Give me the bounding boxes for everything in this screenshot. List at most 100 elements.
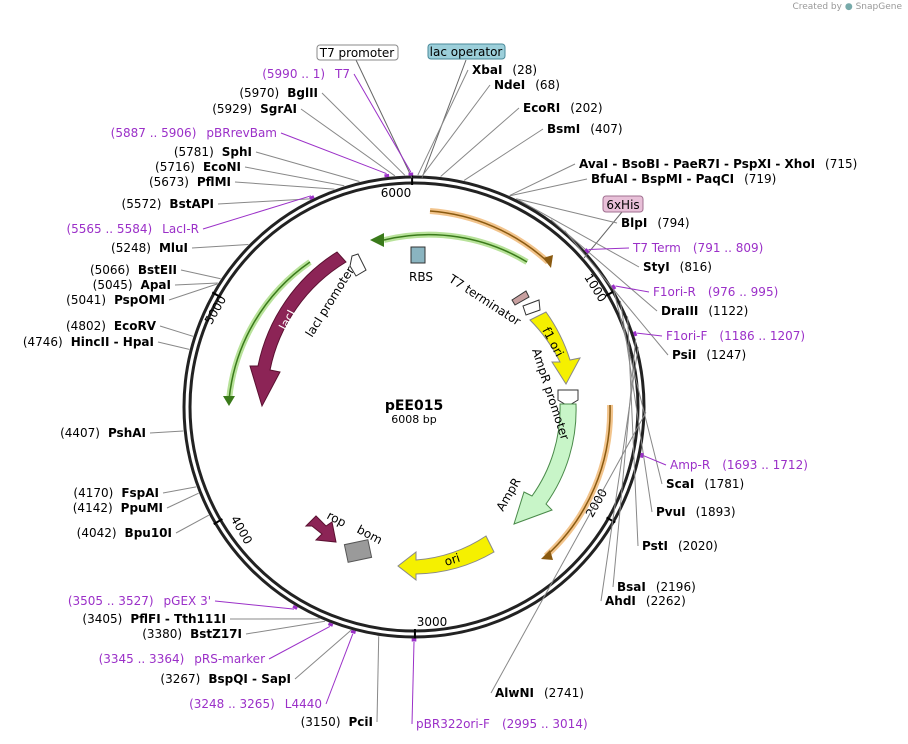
enzyme-leader-line bbox=[612, 287, 663, 485]
enzyme-label: (4142)PpuMI bbox=[73, 501, 163, 515]
enzyme-label: PsiI(1247) bbox=[672, 348, 746, 362]
bom-feature bbox=[343, 539, 373, 563]
enzyme-label: AvaI - BsoBI - PaeR7I - PspXI - XhoI(715… bbox=[579, 157, 857, 171]
primer-leader-line bbox=[214, 600, 295, 610]
primer-site-mark bbox=[327, 622, 334, 627]
primer-leader-line bbox=[268, 625, 331, 660]
lac-operator-box-label: lac operator bbox=[430, 45, 503, 59]
enzyme-leader-line bbox=[321, 92, 406, 176]
enzyme-leader-line bbox=[255, 151, 360, 182]
primer-label: (5887 .. 5906)pBRrevBam bbox=[111, 126, 277, 140]
rop-feature bbox=[304, 515, 337, 543]
tick-mark bbox=[211, 291, 222, 299]
enzyme-leader-line bbox=[244, 166, 345, 187]
enzyme-leader-line bbox=[440, 107, 520, 177]
tick-mark bbox=[606, 516, 616, 524]
tick-mark bbox=[213, 518, 223, 525]
primer-site-mark bbox=[584, 248, 590, 254]
ampr-feature bbox=[513, 403, 577, 525]
enzyme-leader-line bbox=[300, 108, 396, 177]
enzyme-label: (5970)BglII bbox=[239, 86, 318, 100]
enzyme-label: StyI(816) bbox=[643, 260, 712, 274]
features bbox=[223, 208, 614, 582]
enzyme-leader-line bbox=[417, 69, 469, 176]
enzyme-label: (5045)ApaI bbox=[93, 278, 171, 292]
enzyme-leader-line bbox=[234, 181, 335, 190]
ori-label: ori bbox=[443, 551, 462, 569]
primer-leader-line bbox=[615, 285, 650, 293]
tick-label: 6000 bbox=[381, 186, 412, 200]
primer-site-mark bbox=[639, 452, 644, 458]
enzyme-label: (3267)BspQI - SapI bbox=[160, 672, 291, 686]
enzyme-label: (5929)SgrAI bbox=[212, 102, 297, 116]
primer-leader-line bbox=[588, 247, 630, 251]
enzyme-label: (5248)MluI bbox=[111, 241, 188, 255]
small-promoter-feature bbox=[522, 299, 541, 316]
primer-label: (3345 .. 3364)pRS-marker bbox=[99, 652, 265, 666]
primer-site-mark bbox=[384, 173, 390, 178]
primer-leader-line bbox=[643, 455, 667, 466]
enzyme-leader-line bbox=[159, 325, 194, 337]
orange-arc-top-arrowhead bbox=[543, 255, 553, 268]
plasmid-title: pEE015 6008 bp bbox=[385, 398, 443, 426]
credit-prefix: Created by bbox=[792, 2, 842, 12]
enzyme-label: (5673)PflMI bbox=[149, 175, 231, 189]
lac-operator-box bbox=[427, 43, 506, 60]
enzyme-leader-line bbox=[166, 492, 199, 509]
enzyme-leader-line bbox=[463, 128, 544, 181]
enzyme-leader-line bbox=[149, 430, 184, 434]
enzyme-label: (5781)SphI bbox=[174, 145, 252, 159]
enzyme-label: BsaI(2196) bbox=[617, 580, 696, 594]
enzyme-label: (4802)EcoRV bbox=[66, 319, 157, 333]
enzyme-label: (5572)BstAPI bbox=[122, 197, 214, 211]
enzyme-label: (4170)FspAI bbox=[73, 486, 159, 500]
credit-brand: SnapGene bbox=[855, 2, 902, 12]
enzyme-leader-line bbox=[245, 620, 326, 635]
primer-leader-line bbox=[353, 73, 412, 173]
enzyme-label: (3150)PciI bbox=[301, 715, 373, 729]
primer-site-mark bbox=[611, 284, 617, 290]
enzyme-label: (5716)EcoNI bbox=[155, 160, 241, 174]
enzyme-leader-line bbox=[422, 84, 491, 176]
enzyme-label: BfuAI - BspMI - PaqCI(719) bbox=[591, 172, 776, 186]
enzyme-label: (5066)BstEII bbox=[90, 263, 177, 277]
enzyme-leader-line bbox=[619, 300, 653, 513]
enzyme-label: (4042)Bpu10I bbox=[77, 526, 172, 540]
orange-arc-right-arrowhead bbox=[541, 550, 553, 560]
enzyme-label: PstI(2020) bbox=[642, 539, 718, 553]
primer-label: (5990 .. 1)T7 bbox=[262, 67, 350, 81]
plasmid-name: pEE015 bbox=[385, 398, 443, 414]
enzyme-label: NdeI(68) bbox=[494, 78, 560, 92]
t7-promoter-box-label: T7 promoter bbox=[319, 46, 395, 60]
primer-leader-line bbox=[325, 633, 354, 705]
enzyme-leader-line bbox=[490, 412, 647, 694]
boxed-labels: T7 promoter lac operator 6xHis bbox=[316, 43, 644, 259]
enzyme-leader-line bbox=[376, 636, 380, 723]
t7-terminator-feature bbox=[511, 290, 530, 306]
enzyme-leader-line bbox=[191, 244, 249, 249]
enzyme-leader-line bbox=[162, 486, 197, 494]
rbs-feature bbox=[410, 246, 426, 264]
primer-site-mark bbox=[292, 604, 298, 610]
primer-label: F1ori-F(1186 .. 1207) bbox=[666, 329, 805, 343]
enzyme-leader-line bbox=[217, 198, 312, 205]
enzyme-leader-line bbox=[174, 282, 218, 286]
enzyme-label: (3380)BstZ17I bbox=[142, 627, 242, 641]
primer-leader-line bbox=[202, 195, 312, 230]
6xhis-box bbox=[602, 195, 644, 213]
tick-mark bbox=[605, 289, 616, 297]
primer-label: (3248 .. 3265)L4440 bbox=[189, 697, 322, 711]
lacI-feature bbox=[249, 251, 347, 408]
tick-label: 3000 bbox=[417, 615, 448, 629]
enzyme-leader-line bbox=[509, 178, 588, 197]
ampr-promoter-feature bbox=[557, 389, 579, 407]
tick-label: 4000 bbox=[228, 513, 255, 546]
enzyme-label: (4407)PshAI bbox=[60, 426, 146, 440]
enzyme-label: ScaI(1781) bbox=[666, 477, 744, 491]
enzyme-label: AhdI(2262) bbox=[605, 594, 686, 608]
lacI-promoter-feature bbox=[349, 253, 367, 277]
primer-leader-line bbox=[411, 641, 415, 725]
enzyme-label: AlwNI(2741) bbox=[495, 686, 584, 700]
